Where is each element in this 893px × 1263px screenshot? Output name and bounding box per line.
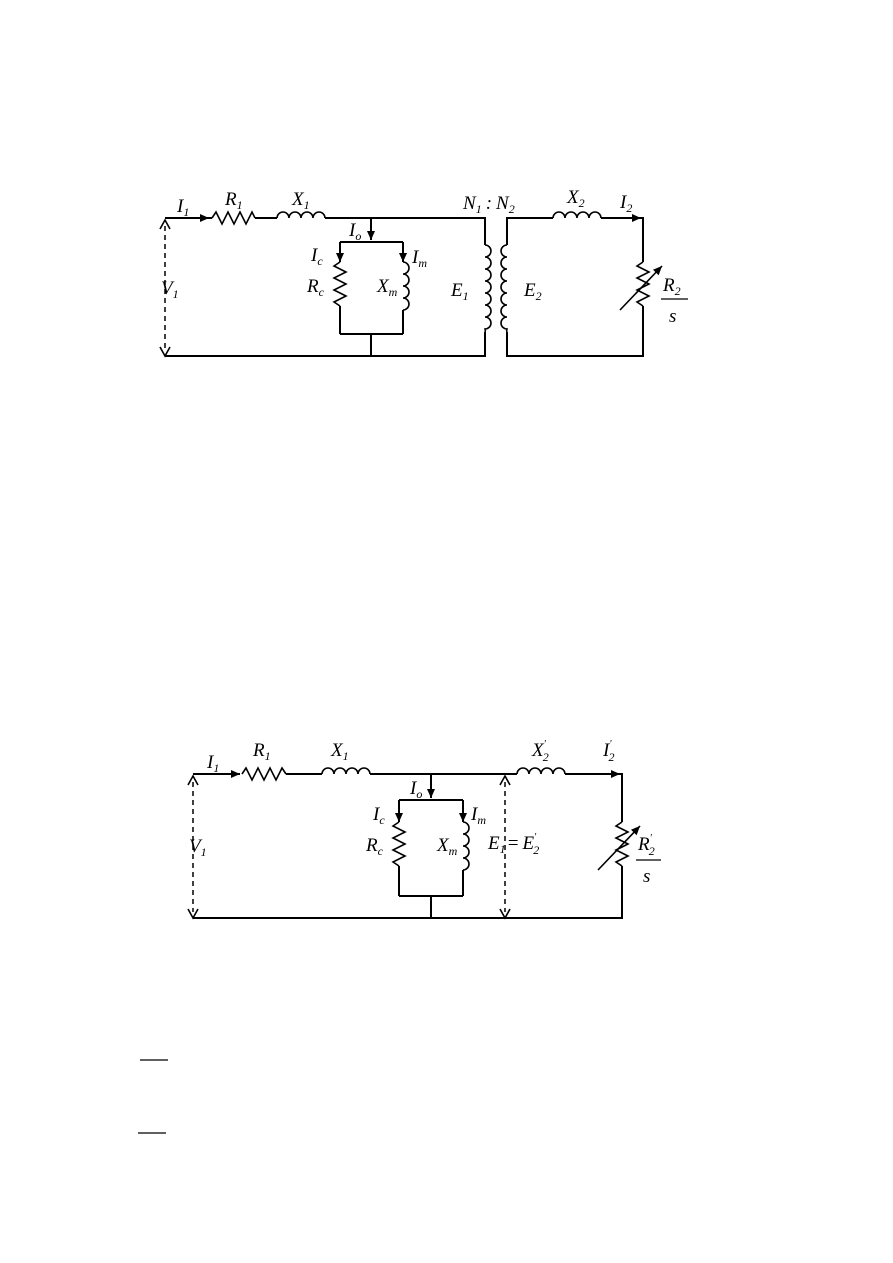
- inductor-x1: [321, 767, 371, 775]
- diagram-1-circuit: [159, 210, 663, 358]
- label-e2: E2: [523, 280, 542, 303]
- label-im: Im: [470, 804, 486, 827]
- wire-secondary-return: [506, 306, 644, 357]
- variable-resistor-r2-prime-s: [614, 821, 630, 867]
- label-xm: Xm: [436, 835, 458, 858]
- label-ic: Ic: [310, 245, 323, 268]
- label-x1: X1: [291, 189, 310, 212]
- resistor-rc: [332, 261, 348, 307]
- label-r2-prime-numerator: R'2: [637, 833, 655, 858]
- resistor-r1: [211, 210, 256, 226]
- label-xm: Xm: [376, 276, 398, 299]
- label-s-denominator: s: [643, 866, 650, 887]
- label-r2-numerator: R2: [662, 275, 681, 298]
- variable-resistor-arrow: [619, 265, 663, 311]
- label-ic: Ic: [372, 804, 385, 827]
- resistor-r1: [241, 766, 287, 782]
- label-v1: V1: [189, 836, 207, 859]
- label-e1: E1: [450, 280, 469, 303]
- label-turns-ratio: N1:N2: [462, 193, 515, 216]
- label-io: Io: [409, 778, 422, 801]
- label-i2-prime: I'2: [602, 739, 614, 764]
- label-r1: R1: [224, 189, 243, 212]
- label-v1: V1: [161, 278, 179, 301]
- label-x1: X1: [330, 740, 349, 763]
- wire-bottom-primary: [165, 332, 486, 357]
- inductor-x2: [552, 211, 602, 219]
- transformer-primary-coil: [483, 244, 492, 333]
- label-r1: R1: [252, 740, 271, 763]
- variable-resistor-r2-s: [635, 261, 651, 307]
- transformer-secondary-coil: [500, 244, 509, 333]
- inductor-xm: [402, 261, 410, 311]
- resistor-rc: [391, 821, 407, 867]
- label-i2: I2: [619, 192, 632, 215]
- variable-resistor-arrow: [597, 825, 641, 871]
- label-i1: I1: [206, 752, 219, 775]
- diagram-2-circuit: [187, 766, 641, 920]
- wire-x1-transformer: [325, 217, 486, 245]
- wire-bottom: [193, 866, 623, 919]
- inductor-x2-prime: [516, 767, 566, 775]
- label-im: Im: [411, 247, 427, 270]
- label-io: Io: [348, 220, 361, 243]
- label-s-denominator: s: [669, 306, 676, 327]
- label-x2: X2: [566, 187, 585, 210]
- label-e1-equals-e2-prime: E1=E'2: [487, 832, 539, 857]
- label-i1: I1: [176, 196, 189, 219]
- label-x2-prime: X'2: [531, 739, 549, 764]
- inductor-x1: [276, 211, 326, 219]
- label-rc: Rc: [306, 276, 325, 299]
- inductor-xm: [462, 821, 470, 871]
- wire-secondary-top: [506, 217, 553, 245]
- label-rc: Rc: [365, 835, 384, 858]
